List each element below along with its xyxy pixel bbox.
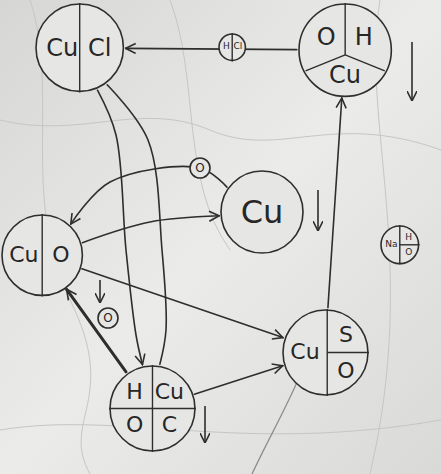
stray-line <box>252 380 298 474</box>
reaction-arrow <box>328 98 342 308</box>
element-symbol: O <box>126 414 143 436</box>
circle-border <box>381 226 419 264</box>
element-symbol: O <box>405 248 412 257</box>
text-cell: C <box>153 412 186 438</box>
circle-border <box>219 34 245 60</box>
circle-border <box>282 309 367 394</box>
compound-circle: H CuOC <box>109 365 196 452</box>
reagent-circle: Na HO <box>380 225 420 265</box>
element-symbol: Cu <box>241 196 284 228</box>
divider-line <box>41 214 42 296</box>
element-symbol: H <box>126 381 143 403</box>
element-symbol: H <box>223 42 230 51</box>
reaction-arrow <box>82 216 219 243</box>
divider-line <box>400 244 420 245</box>
element-symbol: Na <box>385 240 397 249</box>
down-arrow <box>204 406 206 442</box>
circle-outline <box>109 365 196 452</box>
element-symbol: H <box>355 25 373 49</box>
text-cell: Cu <box>7 242 40 268</box>
text-cell: Cu <box>44 34 80 62</box>
element-symbol: O <box>103 312 112 324</box>
circle-border <box>2 215 82 295</box>
element-symbol: O <box>317 25 336 49</box>
text-cell: Cu <box>288 339 321 365</box>
element-symbol: O <box>52 244 69 266</box>
element-symbol: H <box>405 233 412 242</box>
element-symbol: Cl <box>88 36 111 60</box>
text-cell: S <box>329 322 362 348</box>
element-symbol: Cl <box>234 42 243 51</box>
text-cell: Na <box>383 238 399 251</box>
compound-circle: Cu O <box>1 214 83 296</box>
element-symbol: O <box>195 162 204 174</box>
text-cell: Cu <box>228 194 295 230</box>
element-symbol: Cu <box>155 381 184 403</box>
reagent-circle: O <box>189 157 211 179</box>
text-cell: H <box>401 231 417 244</box>
compound-circle: OH Cu <box>298 3 392 97</box>
divider-line <box>79 3 80 92</box>
text-cell: Cl <box>82 34 118 62</box>
text-cell: Cu <box>327 61 363 89</box>
text-cell: H <box>346 23 382 51</box>
element-symbol: C <box>162 414 177 436</box>
circle-border <box>109 365 194 450</box>
element-symbol: Cu <box>329 63 361 87</box>
element-symbol: Cu <box>9 244 38 266</box>
text-cell: O <box>401 246 417 259</box>
reagent-circle: H Cl <box>218 33 246 61</box>
circle-border <box>98 308 118 328</box>
circle-border <box>299 4 391 96</box>
down-arrow <box>411 42 413 100</box>
text-cell: Cl <box>232 40 245 53</box>
text-cell: H <box>118 379 151 405</box>
circle-border <box>36 4 123 91</box>
element-symbol: Cu <box>290 341 319 363</box>
reaction-arrow <box>82 269 283 338</box>
reaction-arrow <box>97 90 142 364</box>
circle-border <box>190 158 210 178</box>
compound-circle: Cu Cl <box>35 3 124 92</box>
circle-border <box>221 171 303 253</box>
compound-circle: Cu SO <box>282 309 369 396</box>
text-cell: O <box>191 160 209 176</box>
text-cell: H <box>220 40 233 53</box>
text-cell: O <box>44 242 77 268</box>
compound-circle: Cu <box>220 170 304 254</box>
divider-line <box>231 33 232 61</box>
divider-line <box>109 407 196 408</box>
reaction-arrow <box>126 48 297 49</box>
element-symbol: O <box>337 360 354 382</box>
reaction-arrow <box>67 289 126 372</box>
text-cell: O <box>329 358 362 384</box>
text-cell: O <box>99 310 117 326</box>
reaction-arrow <box>194 366 282 395</box>
element-symbol: S <box>339 324 353 346</box>
element-symbol: Cu <box>46 36 78 60</box>
reagent-circle: O <box>97 307 119 329</box>
text-cell: O <box>118 412 151 438</box>
text-cell: O <box>308 23 344 51</box>
divider-line <box>327 351 369 352</box>
down-arrow <box>317 190 319 230</box>
text-cell: Cu <box>153 379 186 405</box>
down-arrow <box>99 280 101 302</box>
divider-line <box>344 3 345 55</box>
